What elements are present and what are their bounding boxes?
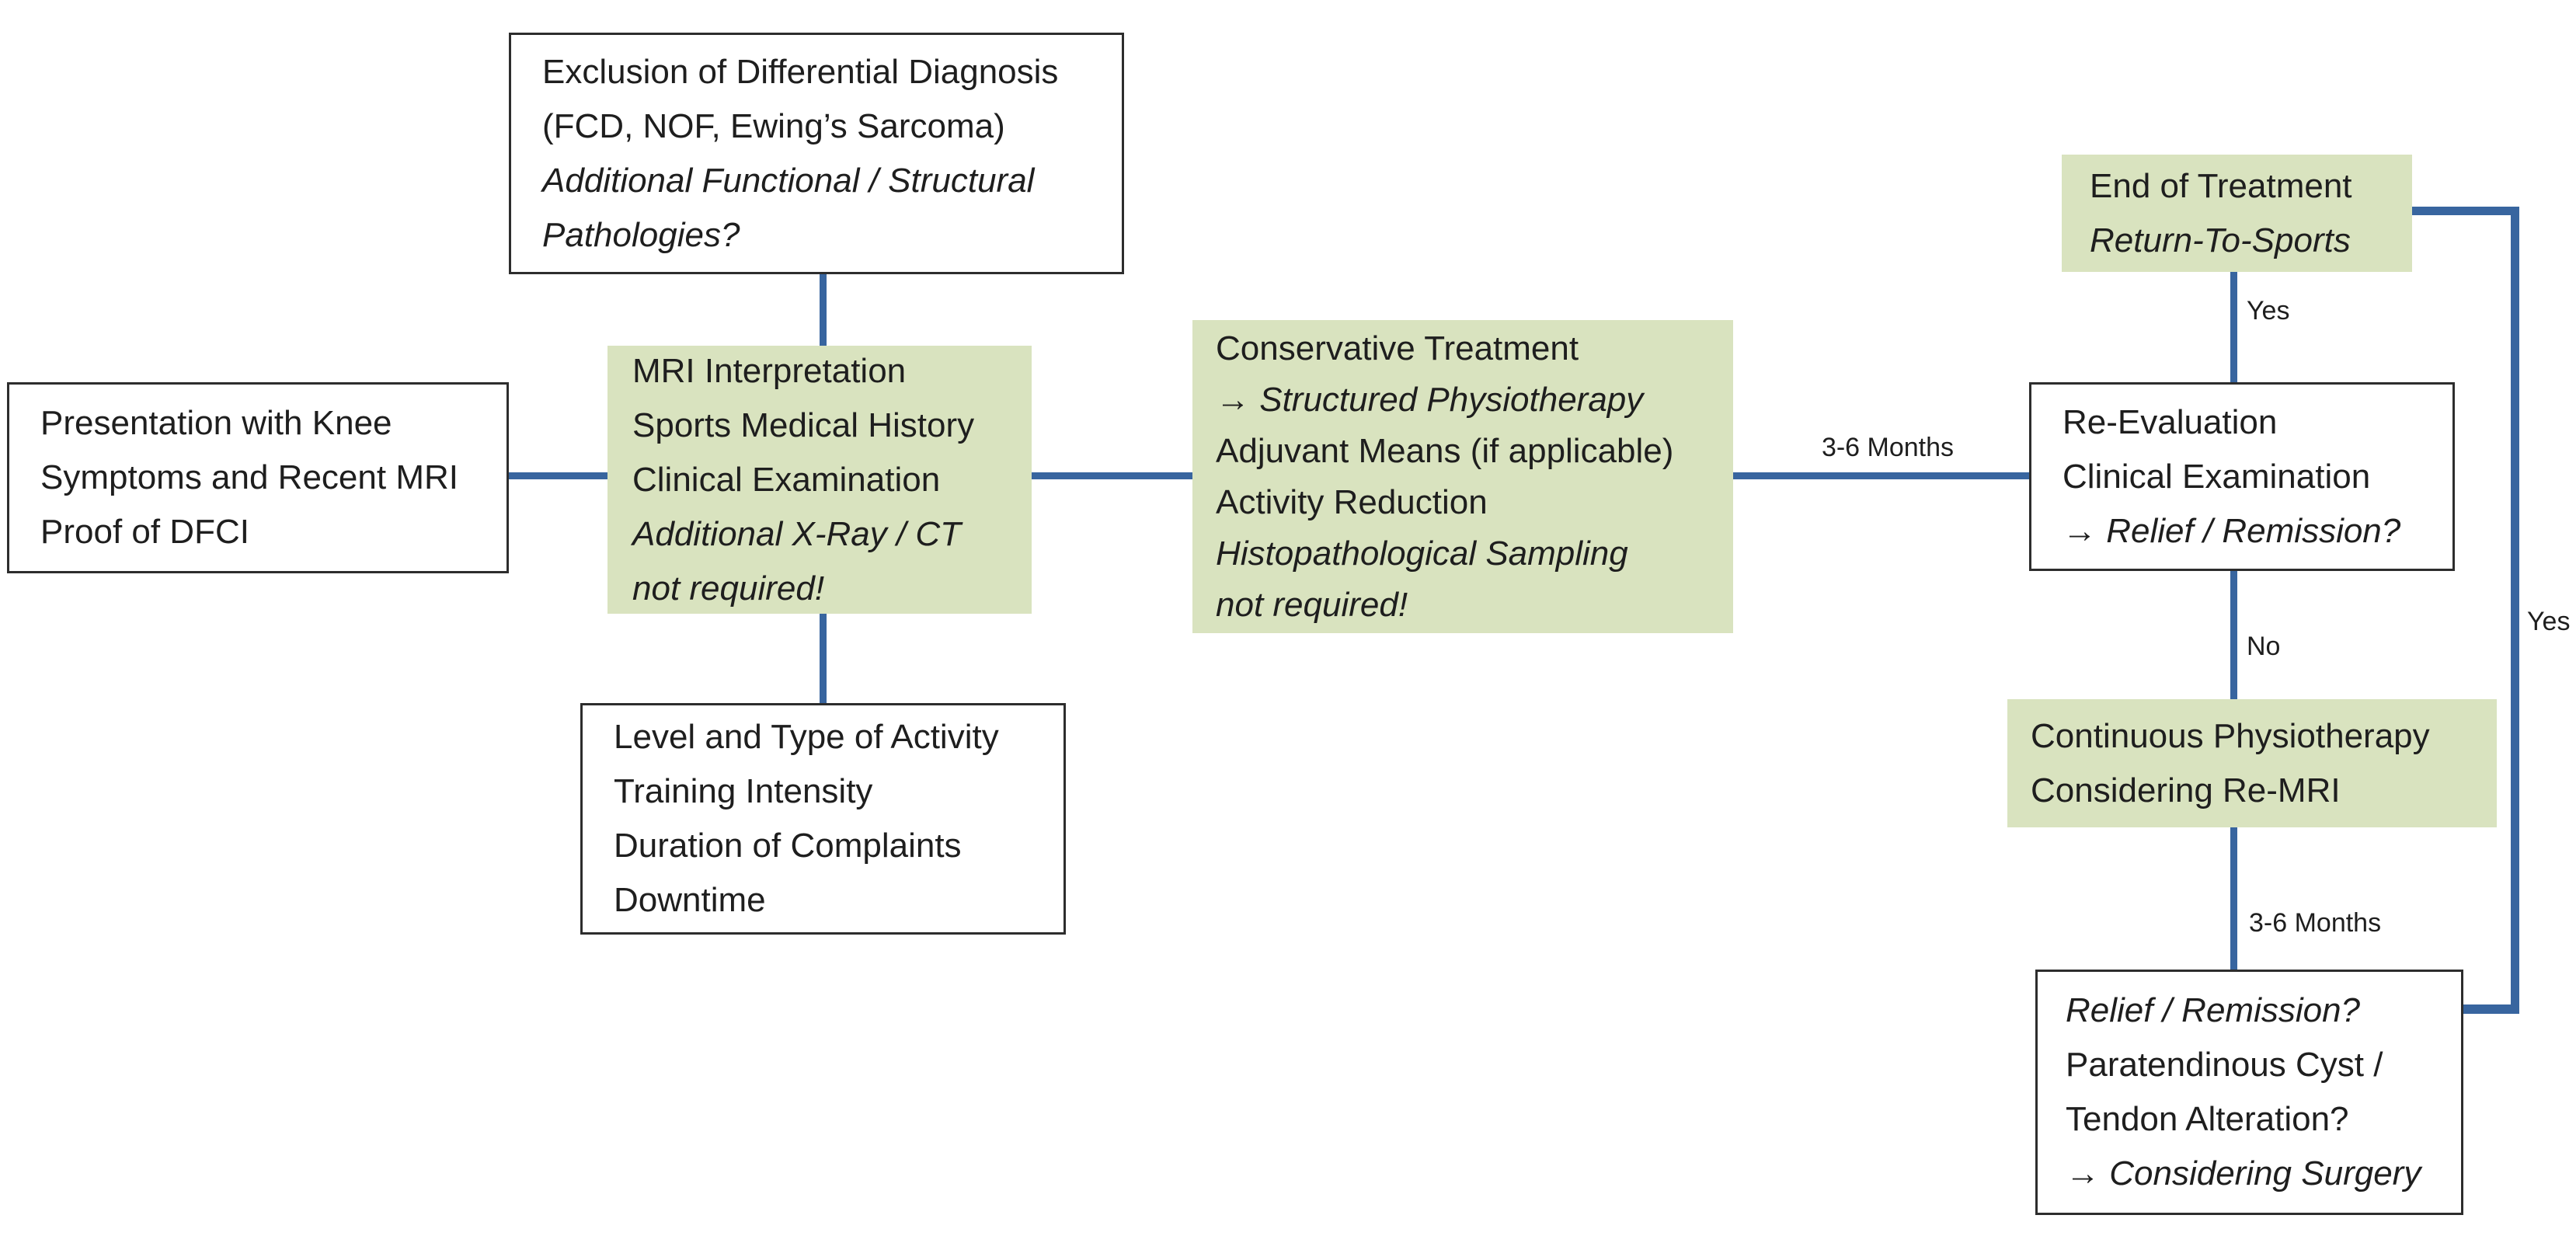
text-line: Tendon Alteration? bbox=[2066, 1100, 2349, 1138]
connector-continuous-to-relief bbox=[2230, 827, 2237, 970]
text-line: Adjuvant Means (if applicable) bbox=[1216, 431, 1674, 470]
text-line: (FCD, NOF, Ewing’s Sarcoma) bbox=[542, 106, 1005, 145]
text-line: End of Treatment bbox=[2090, 166, 2352, 205]
text-line: Continuous Physiotherapy bbox=[2031, 716, 2430, 755]
text-line: Training Intensity bbox=[614, 772, 873, 810]
connector-endtreatment-to-reevaluation bbox=[2230, 272, 2237, 382]
text-line: Considering Re-MRI bbox=[2031, 771, 2341, 809]
node-conservative-treatment: Conservative Treatment → Structured Phys… bbox=[1192, 320, 1733, 633]
text-line: Symptoms and Recent MRI bbox=[40, 458, 458, 496]
text-line: Re-Evaluation bbox=[2063, 402, 2278, 441]
text-line: Return-To-Sports bbox=[2090, 221, 2351, 259]
edge-label-3-6-months-mid: 3-6 Months bbox=[1821, 433, 1955, 462]
connector-exclusion-to-mri bbox=[820, 274, 827, 346]
text-line: → Structured Physiotherapy bbox=[1216, 380, 1644, 419]
text-line: Sports Medical History bbox=[632, 406, 975, 444]
connector-reevaluation-to-continuous bbox=[2230, 571, 2237, 699]
text-line: Level and Type of Activity bbox=[614, 718, 999, 756]
text-line: Activity Reduction bbox=[1216, 482, 1488, 521]
text-line: MRI Interpretation bbox=[632, 351, 907, 390]
text-line: → Relief / Remission? bbox=[2063, 511, 2401, 550]
edge-label-yes-right: Yes bbox=[2527, 607, 2571, 636]
connector-loop-top-horizontal bbox=[2405, 207, 2519, 215]
text-line: Pathologies? bbox=[542, 215, 740, 254]
node-presentation: Presentation with Knee Symptoms and Rece… bbox=[7, 382, 509, 573]
node-activity-history: Level and Type of Activity Training Inte… bbox=[580, 703, 1066, 935]
text-line: Downtime bbox=[614, 881, 766, 919]
text-line: Paratendinous Cyst / bbox=[2066, 1046, 2383, 1084]
text-line: Exclusion of Differential Diagnosis bbox=[542, 52, 1059, 91]
connector-presentation-to-mri bbox=[509, 472, 607, 479]
node-continuous-physiotherapy: Continuous Physiotherapy Considering Re-… bbox=[2007, 699, 2497, 827]
node-exclusion-differential-diagnosis: Exclusion of Differential Diagnosis (FCD… bbox=[509, 33, 1124, 274]
text-line: not required! bbox=[632, 569, 825, 608]
connector-conservative-to-reevaluation bbox=[1733, 472, 2029, 479]
text-line: Histopathological Sampling bbox=[1216, 534, 1628, 573]
edge-label-no: No bbox=[2247, 632, 2281, 661]
text-line: Duration of Complaints bbox=[614, 827, 962, 865]
node-mri-interpretation: MRI Interpretation Sports Medical Histor… bbox=[607, 346, 1032, 614]
edge-label-yes-top: Yes bbox=[2247, 296, 2290, 326]
text-line: Conservative Treatment bbox=[1216, 329, 1579, 367]
node-relief-considering-surgery: Relief / Remission? Paratendinous Cyst /… bbox=[2035, 970, 2463, 1215]
connector-loop-vertical bbox=[2511, 207, 2519, 1014]
text-line: Additional Functional / Structural bbox=[542, 161, 1035, 200]
text-line: Presentation with Knee bbox=[40, 404, 392, 442]
text-line: not required! bbox=[1216, 585, 1408, 624]
text-line: Proof of DFCI bbox=[40, 513, 249, 551]
connector-mri-to-level bbox=[820, 614, 827, 703]
text-line: → Considering Surgery bbox=[2066, 1154, 2421, 1192]
text-line: Clinical Examination bbox=[2063, 457, 2371, 496]
text-line: Relief / Remission? bbox=[2066, 991, 2361, 1029]
node-end-of-treatment: End of Treatment Return-To-Sports bbox=[2062, 155, 2412, 272]
edge-label-3-6-months-bottom: 3-6 Months bbox=[2249, 908, 2382, 938]
text-line: Clinical Examination bbox=[632, 460, 941, 499]
node-re-evaluation: Re-Evaluation Clinical Examination → Rel… bbox=[2029, 382, 2455, 571]
connector-mri-to-conservative bbox=[1032, 472, 1192, 479]
text-line: Additional X-Ray / CT bbox=[632, 514, 962, 553]
